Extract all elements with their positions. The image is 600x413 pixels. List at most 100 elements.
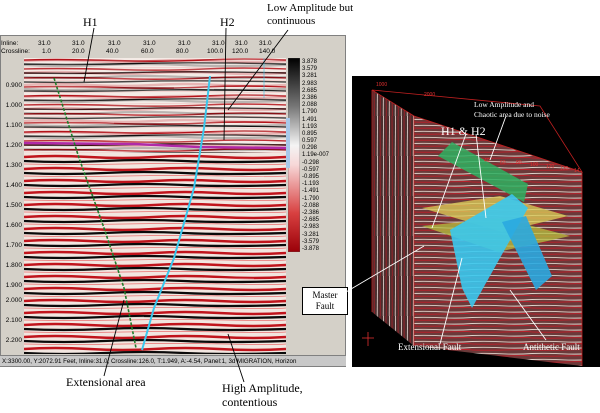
- colorbar-value: 1.790: [302, 109, 318, 116]
- colorbar-value: -0.298: [302, 159, 320, 166]
- callout-h1: [83, 27, 95, 83]
- label-high-amplitude: High Amplitude, contentious: [222, 381, 303, 409]
- label-line: Master: [312, 290, 338, 300]
- label-line: continuous: [267, 15, 316, 27]
- volume-corner-label: 1000: [376, 82, 387, 88]
- colorbar-value: -0.597: [302, 166, 320, 173]
- callout-master-fault: [345, 245, 425, 293]
- colorbar-value: -1.491: [302, 188, 320, 195]
- colorbar-value: 3.281: [302, 73, 318, 80]
- time-tick: 1.000: [5, 102, 22, 109]
- label-line: Low Amplitude but: [267, 2, 354, 14]
- colorbar-value: -2.685: [302, 217, 320, 224]
- time-tick: 1.600: [5, 222, 22, 229]
- time-tick: 1.400: [5, 182, 22, 189]
- colorbar-value: 2.685: [302, 87, 318, 94]
- time-tick: 1.900: [5, 282, 22, 289]
- time-tick: 1.800: [5, 262, 22, 269]
- inline-value: 31.0: [108, 40, 121, 47]
- colorbar-value: 0.298: [302, 145, 318, 152]
- colorbar-value: -0.895: [302, 174, 320, 180]
- inline-value: 31.0: [72, 40, 85, 47]
- callout-h1h2-b: [475, 133, 487, 219]
- colorbar-value: 2.088: [302, 102, 318, 109]
- volume-axis-tick: 100: [530, 162, 539, 168]
- colorbar-value: 3.579: [302, 66, 318, 73]
- label-extensional-area: Extensional area: [66, 375, 146, 389]
- label-line: High Amplitude,: [222, 381, 303, 395]
- label-line: contentious: [222, 395, 278, 409]
- label-line: Fault: [315, 301, 335, 311]
- scrollbar-thumb[interactable]: [286, 118, 290, 168]
- colorbar-value: -3.579: [302, 238, 320, 245]
- colorbar-value: -3.281: [302, 231, 320, 238]
- colorbar-value: 0.597: [302, 138, 318, 145]
- volume-axis-tick: 60: [500, 160, 506, 166]
- crossline-value: 40.0: [106, 48, 119, 55]
- crossline-value: 80.0: [176, 48, 189, 55]
- callout-h2: [223, 27, 227, 141]
- label-h1: H1: [83, 15, 98, 29]
- time-tick: 1.100: [5, 122, 22, 129]
- colorbar-value: -2.386: [302, 209, 320, 216]
- crossline-label: Crossline:: [1, 48, 30, 55]
- colorbar-value: 1.19e-007: [302, 152, 330, 159]
- callout-extensional-area: [103, 299, 125, 377]
- label-line: Chaotic area due to noise: [474, 110, 550, 119]
- volume-axis-tick: 130: [560, 166, 569, 172]
- colorbar-value: -3.878: [302, 245, 320, 252]
- colorbar-value: 2.983: [302, 80, 318, 87]
- label-low-amplitude-chaotic: Low Amplitude and Chaotic area due to no…: [474, 100, 550, 120]
- time-tick: 1.300: [5, 162, 22, 169]
- callout-extensional-fault: [439, 257, 463, 345]
- volume-axis-tick: 14: [574, 168, 580, 174]
- time-tick: 2.100: [5, 317, 22, 324]
- colorbar-value: 1.193: [302, 123, 318, 130]
- inline-value: 31.0: [259, 40, 272, 47]
- crossline-value: 140.0: [259, 48, 276, 55]
- time-tick: 0.900: [5, 82, 22, 89]
- colorbar-value: -1.193: [302, 181, 320, 188]
- callout-chaotic: [489, 115, 507, 161]
- volume-corner-label: 2000: [424, 92, 435, 98]
- label-master-fault: Master Fault: [302, 287, 348, 315]
- callout-antithetic-fault: [509, 289, 547, 341]
- inline-value: 31.0: [143, 40, 156, 47]
- label-h2: H2: [220, 15, 235, 29]
- colorbar-value: 2.386: [302, 94, 318, 101]
- crossline-value: 120.0: [232, 48, 249, 55]
- label-low-amplitude-continuous: Low Amplitude but continuous: [267, 2, 353, 28]
- crossline-value: 1.0: [42, 48, 52, 55]
- colorbar-labels: 3.878 3.579 3.281 2.983 2.685 2.386 2.08…: [302, 59, 329, 252]
- inline-value: 31.0: [212, 40, 225, 47]
- inline-label: Inline:: [1, 40, 19, 47]
- callout-low-amplitude: [227, 29, 289, 111]
- volume-axis-tick: 40: [484, 158, 490, 164]
- colorbar-value: -2.983: [302, 224, 320, 231]
- callout-high-amplitude: [227, 333, 245, 383]
- colorbar-value: -1.790: [302, 195, 320, 202]
- colorbar-value: 1.491: [302, 116, 318, 123]
- volume-axis-tick: 120: [546, 164, 555, 170]
- 3d-volume-render: 40 60 80 100 120 130 14 1000 2000: [362, 82, 583, 366]
- time-tick: 1.700: [5, 242, 22, 249]
- crossline-value: 20.0: [72, 48, 85, 55]
- volume-axis-tick: 80: [516, 160, 522, 166]
- amplitude-colorbar: [288, 58, 300, 252]
- inline-value: 31.0: [38, 40, 51, 47]
- label-line: Low Amplitude and: [474, 100, 534, 109]
- time-tick: 1.200: [5, 142, 22, 149]
- crossline-value: 100.0: [207, 48, 224, 55]
- status-bar: X:3300.00, Y:2072.91 Feet, Inline:31.0, …: [0, 355, 346, 366]
- colorbar-value: 0.895: [302, 130, 318, 137]
- time-tick: 2.000: [5, 297, 22, 304]
- colorbar-value: -2.088: [302, 202, 320, 209]
- inline-value: 31.0: [178, 40, 191, 47]
- colorbar-value: 3.878: [302, 59, 318, 65]
- seismic-section-image: [24, 58, 286, 354]
- label-antithetic-fault: Antithetic Fault: [523, 342, 580, 352]
- label-extensional-fault: Extensional Fault: [398, 342, 462, 352]
- inline-value: 31.0: [235, 40, 248, 47]
- time-tick: 2.200: [5, 337, 22, 344]
